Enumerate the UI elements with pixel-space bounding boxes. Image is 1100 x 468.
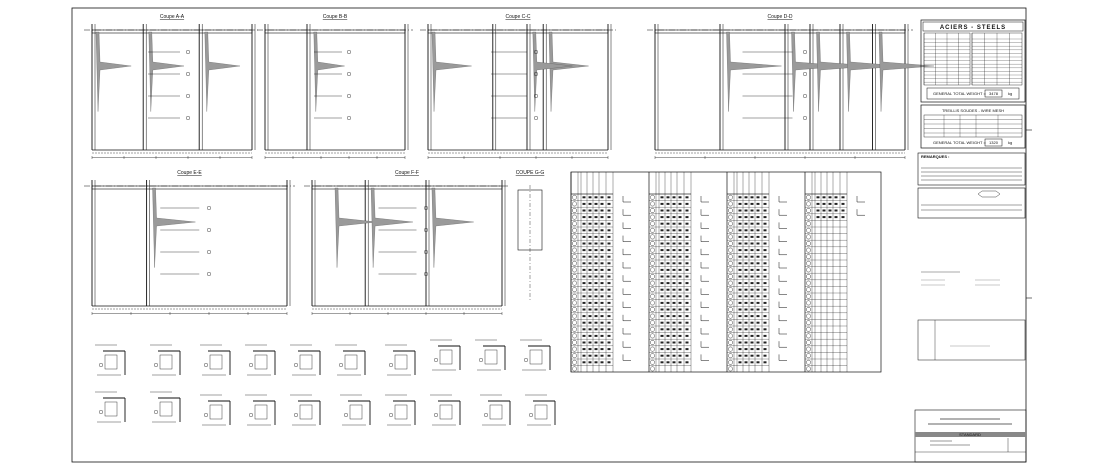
- section-title: Coupe F-F: [395, 170, 419, 176]
- bottom-sections: Coupe E-E Coupe F-F COUPE G-G: [84, 170, 544, 315]
- rebar-detail: [430, 339, 461, 371]
- rebar-detail: [335, 344, 366, 376]
- title-block: STANDARD: [914, 409, 1027, 463]
- steel-table-title: ACIERS - STEELS: [940, 25, 1006, 31]
- top-sections: Coupe A-A Coupe B-B Coupe C-C Coupe D-D: [84, 14, 935, 159]
- rebar-detail: [95, 391, 126, 423]
- rebar-detail: [200, 394, 231, 426]
- section-aa: Coupe A-A: [84, 14, 260, 159]
- mesh-table-title: TREILLIS SOUDES - WIRE MESH: [942, 108, 1004, 113]
- rebar-details: [95, 339, 556, 426]
- legend-notes: [917, 271, 1026, 361]
- notes-block: REMARQUES :: [917, 152, 1026, 219]
- steel-total-value: 3478: [989, 91, 999, 96]
- steel-table: ACIERS - STEELS GENERAL TOTAL WEIGHT = 3…: [920, 19, 1026, 103]
- rebar-detail: [95, 344, 126, 376]
- schedule-column-group: [726, 172, 787, 372]
- svg-text:COUPE G-G: COUPE G-G: [516, 170, 545, 176]
- section-ff: Coupe F-F: [304, 170, 510, 315]
- schedule-column-group: [648, 172, 709, 372]
- mesh-total-label: GENERAL TOTAL WEIGHT =: [933, 140, 987, 145]
- wire-mesh-table: TREILLIS SOUDES - WIRE MESH GENERAL TOTA…: [920, 104, 1026, 149]
- steel-total-label: GENERAL TOTAL WEIGHT =: [933, 91, 987, 96]
- rebar-detail: [150, 344, 181, 376]
- rebar-detail: [340, 394, 371, 426]
- rebar-detail: [480, 394, 511, 426]
- section-title: Coupe D-D: [767, 14, 792, 20]
- steel-total-unit: kg: [1008, 91, 1012, 96]
- rebar-detail: [430, 394, 461, 426]
- rebar-detail: [385, 394, 416, 426]
- sheet-border: [71, 7, 1027, 463]
- notes-title: REMARQUES :: [921, 154, 949, 159]
- mesh-total-unit: kg: [1008, 140, 1012, 145]
- rebar-detail: [150, 391, 181, 423]
- section-bb: Coupe B-B: [257, 14, 413, 159]
- section-dd: Coupe D-D: [647, 14, 935, 159]
- section-cc: Coupe C-C: [420, 14, 616, 159]
- section-ee: Coupe E-E: [84, 170, 295, 315]
- schedule-column-group: [570, 172, 631, 372]
- rebar-detail: [475, 339, 506, 371]
- rebar-detail: [290, 344, 321, 376]
- rebar-detail: [385, 344, 416, 376]
- mesh-total-value: 1320: [989, 140, 999, 145]
- bar-bending-schedule: [570, 171, 882, 373]
- section-title: Coupe B-B: [323, 14, 348, 20]
- section-gg: COUPE G-G: [516, 170, 545, 300]
- title-block-section: STANDARD: [959, 432, 981, 437]
- schedule-column-group: [804, 172, 865, 372]
- rebar-detail: [245, 394, 276, 426]
- section-title: Coupe C-C: [505, 14, 530, 20]
- rebar-detail: [245, 344, 276, 376]
- section-title: Coupe A-A: [160, 14, 185, 20]
- rebar-detail: [525, 394, 556, 426]
- rebar-detail: [520, 339, 551, 371]
- section-title: Coupe E-E: [177, 170, 202, 176]
- rebar-detail: [290, 394, 321, 426]
- rebar-detail: [200, 344, 231, 376]
